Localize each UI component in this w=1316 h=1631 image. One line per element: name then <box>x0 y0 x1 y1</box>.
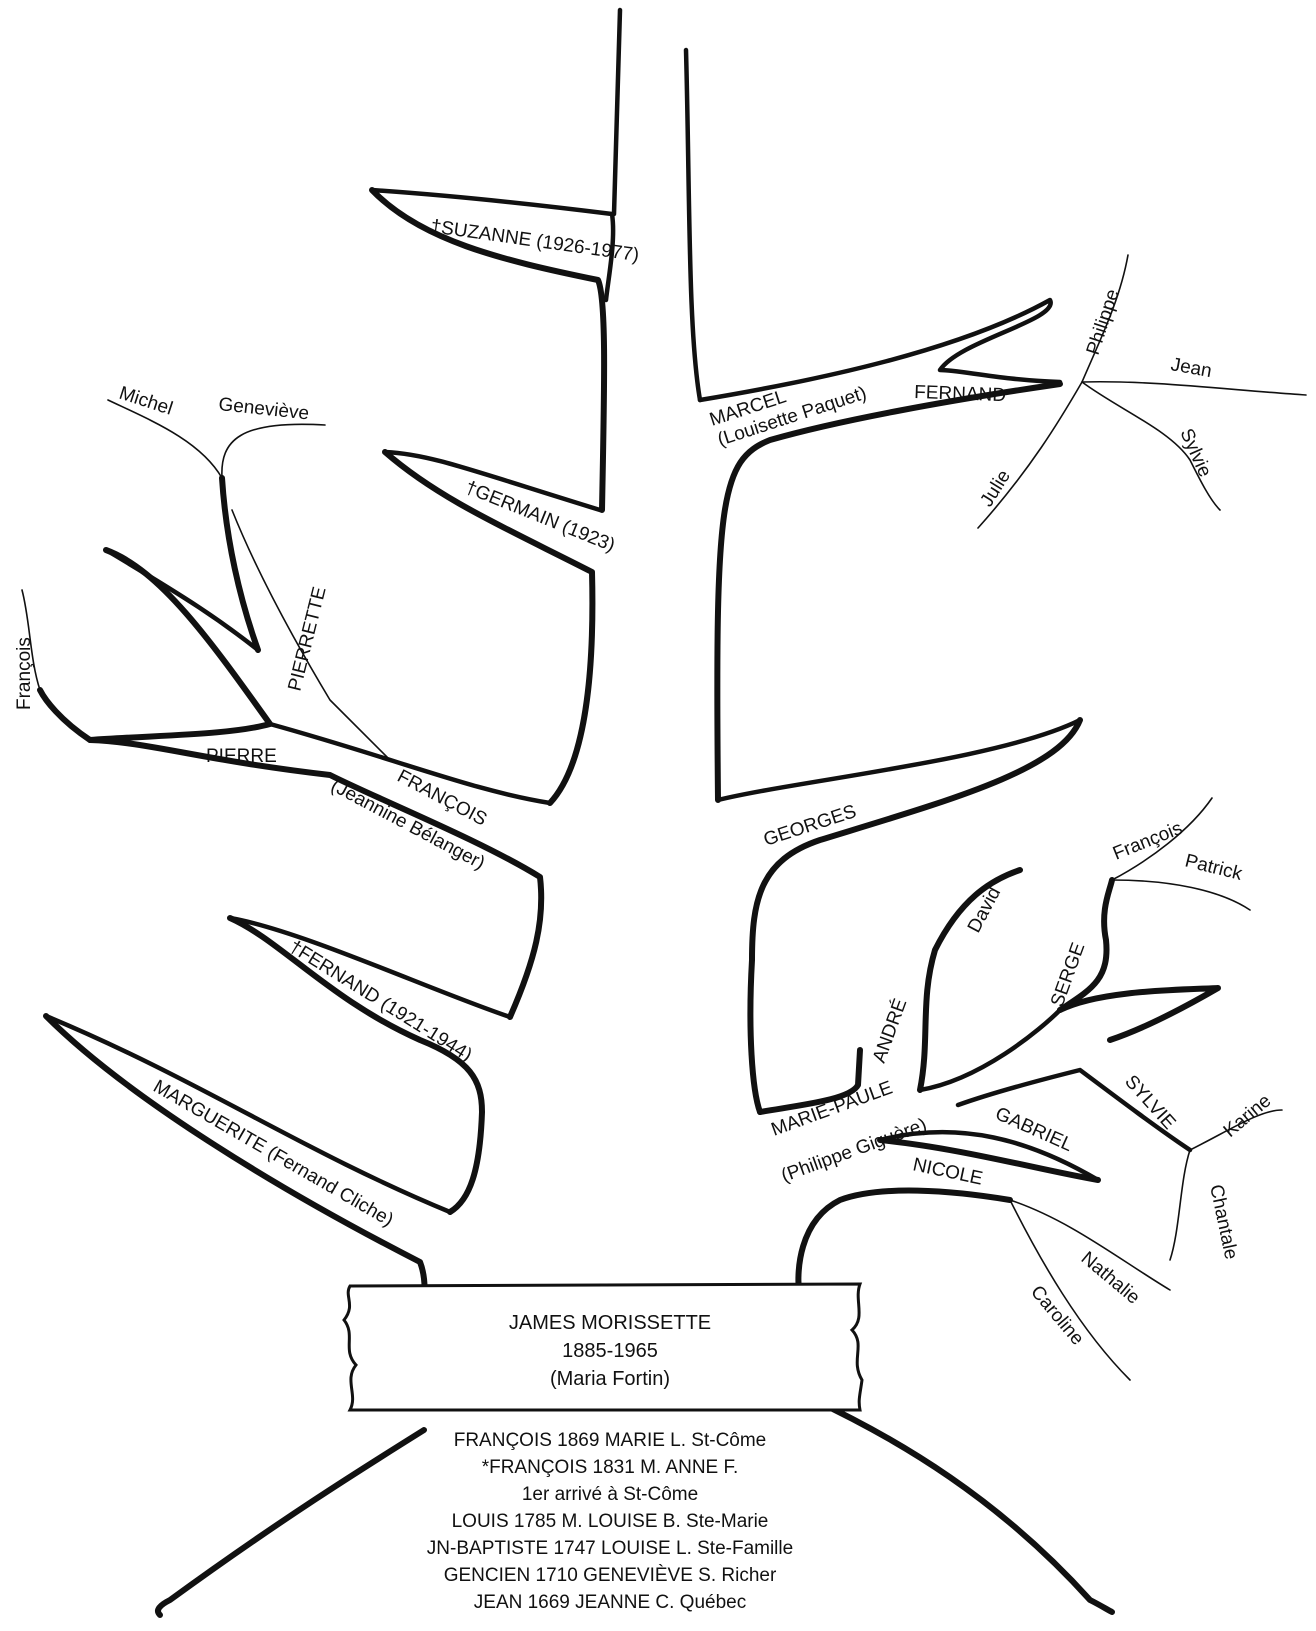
ancestor-lineage: FRANÇOIS 1869 MARIE L. St-Côme *FRANÇOIS… <box>300 1427 920 1616</box>
tree-trunk-left <box>21 7 1115 1618</box>
label-suzanne: †SUZANNE (1926-1977) <box>429 216 640 266</box>
lineage-line: JN-BAPTISTE 1747 LOUISE L. Ste-Famille <box>426 1538 794 1559</box>
label-francois-small: François <box>14 637 35 710</box>
root-banner-text: JAMES MORISSETTE 1885-1965 (Maria Fortin… <box>350 1309 870 1393</box>
lineage-line: GENCIEN 1710 GENEVIÈVE S. Richer <box>443 1565 777 1586</box>
label-andre: ANDRÉ <box>869 996 911 1066</box>
label-philippe: Philippe <box>1083 287 1124 358</box>
label-patrick: Patrick <box>1183 850 1245 885</box>
root-years: 1885-1965 <box>562 1340 658 1362</box>
root-spouse: (Maria Fortin) <box>549 1368 670 1390</box>
label-fernand-right: FERNAND <box>914 382 1007 406</box>
label-nathalie: Nathalie <box>1077 1248 1144 1309</box>
labels-right: MARCEL (Louisette Paquet) FERNAND Philip… <box>707 287 1275 1350</box>
root-name: JAMES MORISSETTE <box>508 1312 712 1334</box>
lineage-line: LOUIS 1785 M. LOUISE B. Ste-Marie <box>451 1511 769 1532</box>
label-fernand-left: †FERNAND (1921-1944) <box>285 936 475 1066</box>
label-julie: Julie <box>976 466 1015 510</box>
label-genevieve: Geneviève <box>217 394 310 424</box>
label-david: David <box>964 884 1005 937</box>
lineage-line: *FRANÇOIS 1831 M. ANNE F. <box>481 1457 739 1478</box>
label-sylvie-small: Sylvie <box>1175 425 1215 480</box>
label-pierre: PIERRE <box>206 746 277 767</box>
label-chantale: Chantale <box>1205 1183 1241 1262</box>
labels-left: †SUZANNE (1926-1977) †GERMAIN (1923) FRA… <box>14 216 640 1231</box>
label-michel: Michel <box>116 383 175 420</box>
label-jean: Jean <box>1169 354 1213 382</box>
lineage-line: 1er arrivé à St-Côme <box>521 1484 699 1505</box>
label-marguerite: MARGUERITE (Fernand Cliche) <box>150 1076 397 1231</box>
lineage-line: JEAN 1669 JEANNE C. Québec <box>473 1592 747 1613</box>
label-nicole: NICOLE <box>911 1154 985 1189</box>
label-caroline: Caroline <box>1026 1282 1088 1350</box>
root-banner <box>342 1282 864 1412</box>
label-karine: Karine <box>1220 1090 1276 1141</box>
label-pierrette: PIERRETTE <box>284 585 330 694</box>
lineage-line: FRANÇOIS 1869 MARIE L. St-Côme <box>453 1430 767 1451</box>
tree-trunk-right <box>683 47 1307 1381</box>
